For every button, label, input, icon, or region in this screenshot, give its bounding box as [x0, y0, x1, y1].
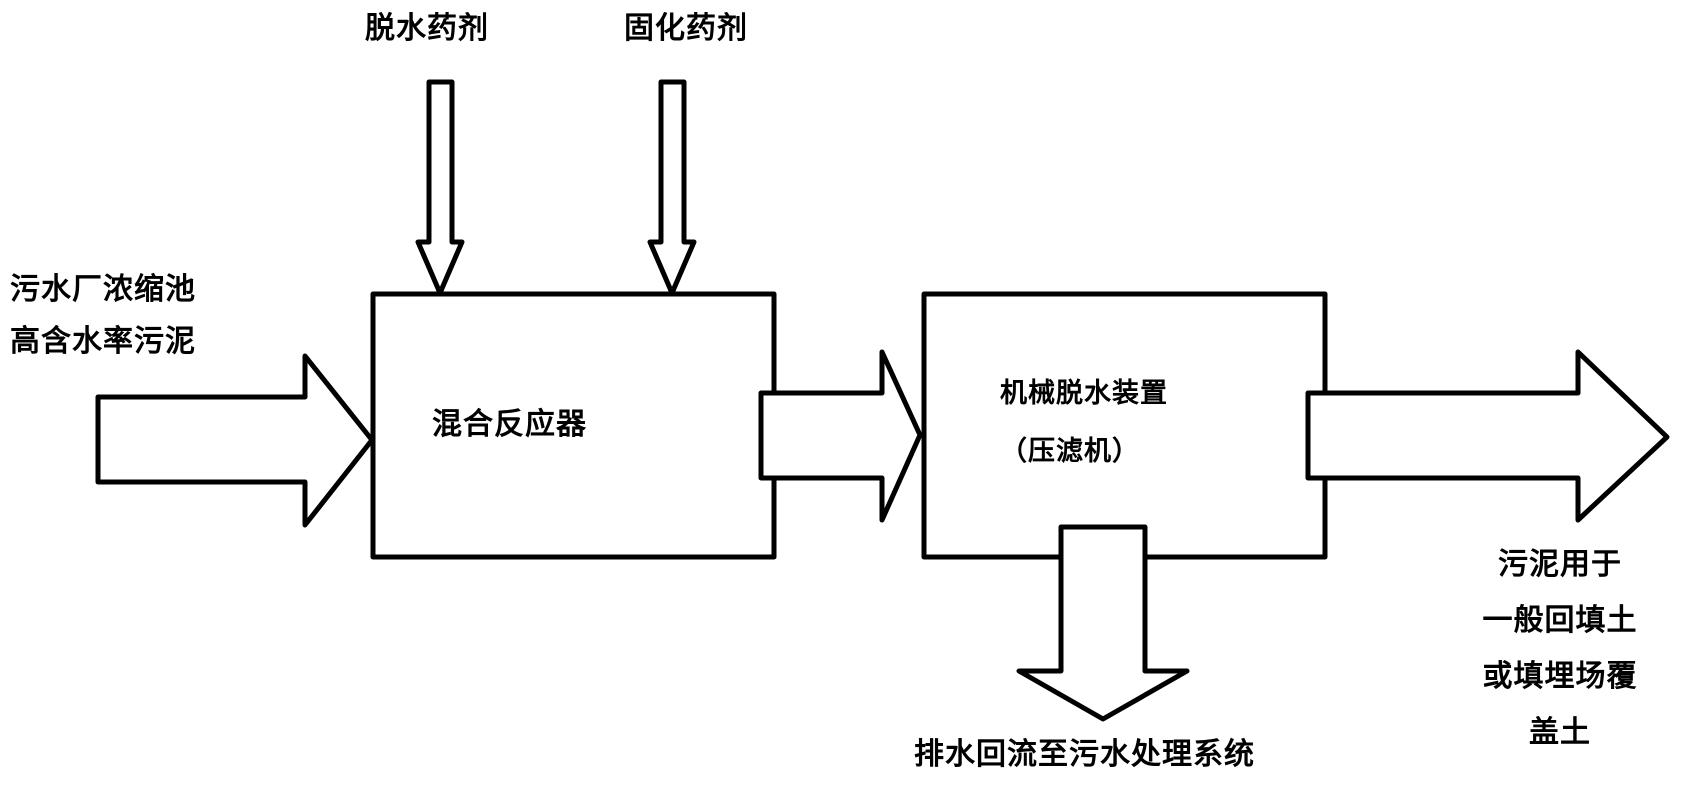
sludge-output-label-line3: 或填埋场覆 — [1482, 659, 1638, 694]
sludge-output-arrow — [1305, 349, 1670, 523]
input-sludge-arrow — [95, 353, 375, 528]
mixing-reactor-box — [370, 291, 777, 560]
dewatering-agent-label: 脱水药剂 — [365, 11, 489, 46]
sludge-output-label-line4: 盖土 — [1529, 715, 1591, 750]
drainage-output-arrow — [1016, 524, 1190, 722]
source-label-line1: 污水厂浓缩池 — [10, 272, 196, 307]
dewatering-device-label-line2: （压滤机） — [1000, 436, 1140, 467]
solidifying-agent-arrow — [647, 79, 697, 296]
dewatering-agent-arrow — [415, 79, 465, 296]
drainage-output-label: 排水回流至污水处理系统 — [914, 737, 1255, 772]
sludge-output-label-line1: 污泥用于 — [1498, 547, 1622, 582]
reactor-to-dewatering-arrow — [758, 349, 923, 523]
dewatering-device-box — [921, 291, 1328, 560]
dewatering-device-label-line1: 机械脱水装置 — [1000, 378, 1168, 409]
solidifying-agent-label: 固化药剂 — [624, 11, 748, 46]
sludge-output-label-line2: 一般回填土 — [1482, 603, 1638, 638]
mixing-reactor-label: 混合反应器 — [432, 407, 587, 442]
source-label-line2: 高含水率污泥 — [10, 324, 196, 359]
